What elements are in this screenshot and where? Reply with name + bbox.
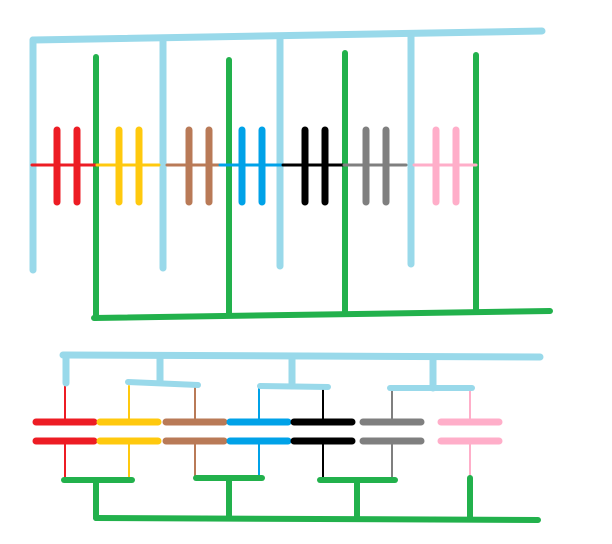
capacitor-red xyxy=(32,385,98,479)
top-green-rail xyxy=(91,308,553,321)
capacitor-yellow xyxy=(96,385,162,479)
capacitor-blue xyxy=(218,126,284,206)
bottom-circuit xyxy=(32,351,544,523)
capacitor-brown xyxy=(162,385,228,479)
bottom-blue-rail xyxy=(59,351,544,361)
capacitor-pink xyxy=(412,126,478,206)
capacitor-red xyxy=(30,126,99,206)
capacitor-blue xyxy=(226,385,292,479)
top-blue-rail xyxy=(29,27,546,44)
capacitor-yellow xyxy=(95,126,161,206)
capacitor-black xyxy=(281,126,347,206)
capacitor-gray xyxy=(359,385,425,479)
capacitor-pink xyxy=(437,385,503,479)
top-circuit xyxy=(29,27,553,321)
capacitor-gray xyxy=(342,126,408,206)
bottom-green-rail xyxy=(93,515,541,523)
capacitor-black xyxy=(290,385,356,479)
